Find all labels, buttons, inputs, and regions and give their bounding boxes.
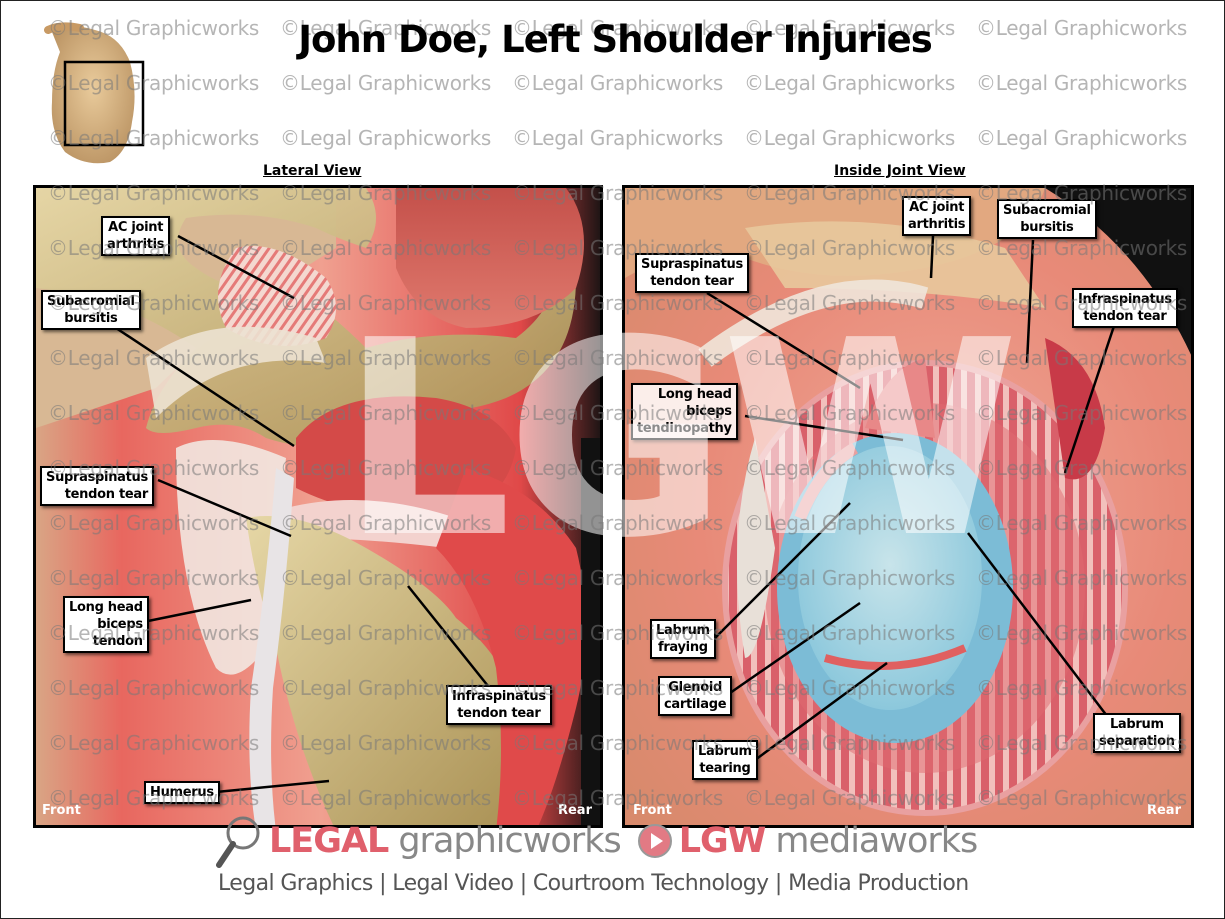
callout-long-head-biceps-tendinopathy: Long head biceps tendinopathy — [631, 383, 738, 440]
callout-supraspinatus-tendon-tear: Supraspinatus tendon tear — [40, 466, 154, 506]
callout-ac-joint-arthritis-inside: AC joint arthritis — [902, 196, 972, 236]
brand-legal: LEGAL — [269, 821, 389, 861]
page-title: John Doe, Left Shoulder Injuries — [298, 18, 933, 61]
callout-glenoid-cartilage: Glenoid cartilage — [658, 676, 733, 716]
callout-supraspinatus-tendon-tear-inside: Supraspinatus tendon tear — [635, 253, 749, 293]
footer-brand: LEGAL graphicworks LGW mediaworks — [215, 813, 978, 869]
focus-box — [63, 60, 145, 147]
callout-humerus: Humerus — [144, 781, 220, 804]
footer-tagline: Legal Graphics | Legal Video | Courtroom… — [218, 871, 969, 896]
inside-joint-leader-lines — [706, 235, 1117, 762]
magnifier-icon — [215, 813, 263, 869]
shoulder-thumbnail — [40, 22, 150, 167]
rear-label-right: Rear — [1146, 803, 1181, 818]
callout-labrum-separation: Labrum separation — [1093, 713, 1181, 753]
front-label-left: Front — [42, 803, 81, 818]
lateral-leader-lines — [115, 234, 489, 794]
front-label-right: Front — [633, 803, 672, 818]
lateral-view-heading: Lateral View — [263, 163, 362, 179]
rear-label-left: Rear — [557, 803, 592, 818]
brand-mediaworks: mediaworks — [775, 821, 978, 861]
inside-joint-view-panel: AC joint arthritis Subacromial bursitis … — [622, 185, 1194, 828]
callout-labrum-tearing: Labrum tearing — [692, 740, 758, 780]
callout-labrum-fraying: Labrum fraying — [650, 619, 716, 659]
inside-joint-view-heading: Inside Joint View — [834, 163, 966, 179]
lateral-view-panel: AC joint arthritis Subacromial bursitis … — [33, 185, 603, 828]
brand-graphicworks: graphicworks — [398, 821, 621, 861]
callout-infraspinatus-tendon-tear: Infraspinatus tendon tear — [446, 685, 552, 725]
brand-lgw: LGW — [678, 821, 767, 861]
callout-subacromial-bursitis: Subacromial bursitis — [41, 290, 141, 330]
callout-long-head-biceps-tendon: Long head biceps tendon — [63, 596, 149, 653]
callout-ac-joint-arthritis: AC joint arthritis — [101, 216, 171, 256]
play-icon — [637, 823, 673, 859]
callout-infraspinatus-tendon-tear-inside: Infraspinatus tendon tear — [1072, 288, 1178, 328]
callout-subacromial-bursitis-inside: Subacromial bursitis — [997, 199, 1097, 239]
